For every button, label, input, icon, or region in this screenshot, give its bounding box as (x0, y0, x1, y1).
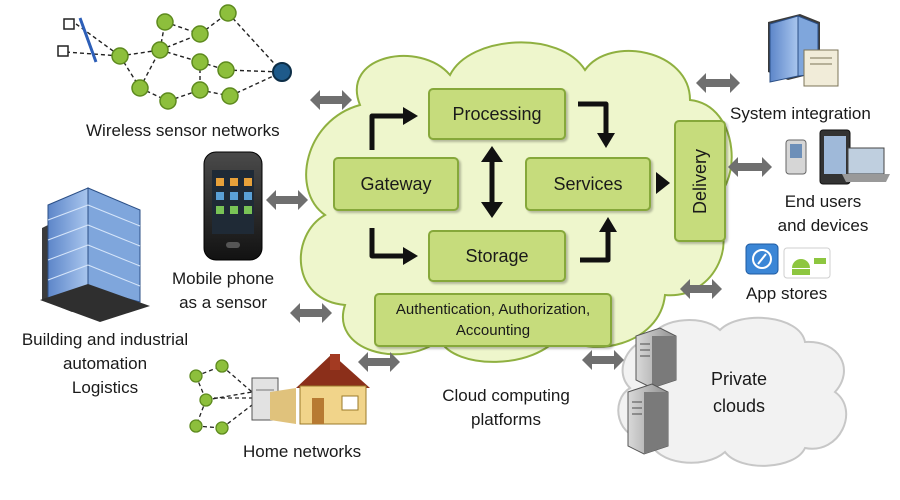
gateway-label: Gateway (360, 173, 432, 194)
processing-to-services-arrow (578, 101, 615, 148)
arrow-system (696, 73, 740, 93)
office-building-icon (40, 187, 150, 322)
mobile-phone-icon (203, 151, 263, 261)
server-rack-icon (627, 327, 677, 455)
building-automation-label: Building and industrial automation Logis… (10, 328, 200, 400)
delivery-box: Delivery (674, 120, 726, 242)
app-store-icon (745, 243, 779, 275)
end-users-label: End users and devices (768, 190, 878, 238)
services-label: Services (553, 173, 623, 194)
end-users-line1: End users (784, 192, 862, 211)
android-market-icon (783, 247, 831, 279)
sensor-network-icon (57, 4, 292, 110)
arrow-endusers (728, 157, 772, 177)
storage-label: Storage (465, 245, 529, 266)
mobile-label-line1: Mobile phone (172, 269, 275, 288)
building-label-line2: automation (62, 354, 148, 373)
processing-storage-arrow (481, 146, 503, 218)
processing-label: Processing (452, 103, 542, 124)
arrow-appstores (680, 279, 722, 299)
private-clouds-line2: clouds (712, 396, 766, 416)
server-building-icon (768, 14, 839, 87)
gateway-to-storage-arrow (369, 228, 418, 265)
gateway-to-processing-arrow (369, 107, 418, 150)
arrow-home (358, 352, 400, 372)
arrow-mobile (266, 190, 308, 210)
cloud-platforms-line1: Cloud computing (442, 386, 570, 405)
processing-box: Processing (428, 88, 566, 140)
cloud-platforms-line2: platforms (471, 410, 541, 429)
mobile-phone-label: Mobile phone as a sensor (172, 267, 274, 315)
main-cloud (299, 41, 733, 363)
gray-arrows (266, 73, 772, 372)
gateway-box: Gateway (333, 157, 459, 211)
auth-box: Authentication, Authorization, Accountin… (374, 293, 612, 347)
private-clouds-label: Private clouds (696, 366, 782, 420)
building-label-line3: Logistics (71, 378, 139, 397)
system-integration-label: System integration (730, 104, 871, 123)
services-to-delivery-arrow (656, 172, 670, 194)
private-clouds-line1: Private (710, 369, 768, 389)
arrow-private (582, 350, 624, 370)
delivery-label: Delivery (689, 148, 710, 214)
auth-label-line1: Authentication, Authorization, (395, 301, 591, 318)
end-user-devices-icon (785, 129, 890, 185)
arrow-wireless (310, 90, 352, 110)
storage-box: Storage (428, 230, 566, 282)
arrow-auth-left (290, 303, 332, 323)
home-networks-label: Home networks (243, 442, 362, 461)
wireless-sensor-networks-label: Wireless sensor networks (86, 121, 280, 140)
building-label-line1: Building and industrial (21, 330, 189, 349)
services-box: Services (525, 157, 651, 211)
cloud-platforms-label: Cloud computing platforms (430, 384, 582, 432)
app-stores-label: App stores (746, 284, 828, 303)
end-users-line2: and devices (777, 216, 869, 235)
mobile-label-line2: as a sensor (179, 293, 267, 312)
home-network-icon (189, 354, 370, 435)
auth-label-line2: Accounting (455, 322, 531, 339)
storage-to-services-arrow (580, 217, 617, 263)
internal-flow-arrows (369, 101, 670, 265)
